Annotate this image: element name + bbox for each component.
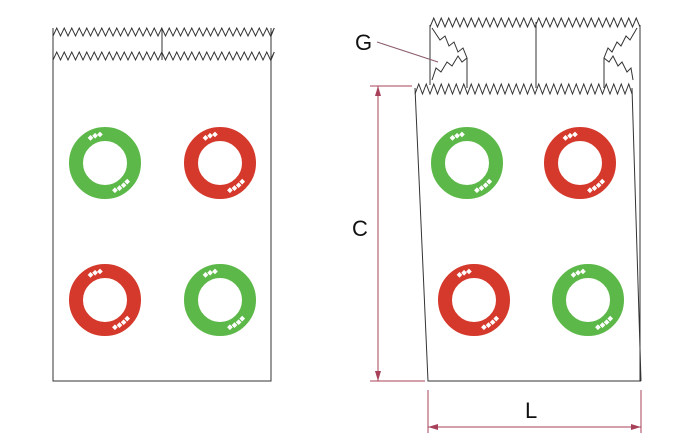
green-ring	[552, 264, 624, 336]
ring-pattern-mark	[474, 187, 480, 194]
ring-pattern-mark	[239, 178, 246, 185]
ring-pattern-mark	[607, 315, 614, 322]
ring-pattern-mark	[227, 324, 233, 331]
ring-pattern-mark	[449, 135, 456, 141]
ring-pattern-mark	[120, 182, 127, 189]
label-l: L	[525, 398, 537, 423]
ring-pattern-mark	[87, 272, 94, 278]
red-ring	[544, 127, 616, 199]
ring-pattern-mark	[599, 322, 606, 328]
ring-pattern-mark	[603, 319, 610, 326]
flat-bag-outline	[52, 28, 272, 382]
flat-bag-top-serration	[52, 26, 275, 62]
ring-pattern-mark	[478, 185, 485, 191]
ring-pattern-mark	[482, 182, 489, 189]
ring-pattern-mark	[124, 178, 131, 185]
left-gusset	[431, 27, 468, 88]
gusset-callout: G	[355, 30, 439, 63]
ring-pattern-mark	[116, 322, 123, 328]
right-gusset	[603, 27, 638, 88]
ring-pattern-mark	[124, 315, 131, 322]
flat-bag	[52, 26, 275, 382]
ring-pattern-mark	[92, 269, 98, 276]
ring-pattern-mark	[92, 132, 98, 139]
red-ring	[69, 264, 141, 336]
ring-pattern-mark	[231, 322, 238, 328]
ring-pattern-mark	[485, 322, 492, 328]
back-panel-sides	[429, 25, 641, 381]
ring-pattern-mark	[227, 187, 233, 194]
front-panel-outline	[414, 87, 642, 382]
red-ring	[184, 127, 256, 199]
ring-pattern-mark	[481, 324, 487, 331]
printed-rings	[69, 127, 624, 336]
ring-pattern-mark	[112, 187, 118, 194]
ring-pattern-mark	[202, 135, 209, 141]
ring-pattern-mark	[459, 131, 465, 138]
ring-pattern-mark	[202, 272, 209, 278]
ring-pattern-mark	[493, 315, 500, 322]
ring-pattern-mark	[562, 135, 569, 141]
green-ring	[69, 127, 141, 199]
green-ring	[431, 127, 503, 199]
ring-pattern-mark	[97, 131, 103, 138]
gusseted-bag	[414, 16, 642, 382]
ring-pattern-mark	[599, 178, 606, 185]
ring-pattern-mark	[595, 324, 601, 331]
ring-pattern-mark	[570, 272, 577, 278]
ring-pattern-mark	[212, 131, 218, 138]
gusset-leader-line	[376, 41, 439, 63]
ring-pattern-mark	[454, 132, 460, 139]
ring-pattern-mark	[212, 268, 218, 275]
red-ring	[438, 264, 510, 336]
height-dimension-line	[370, 85, 425, 382]
ring-pattern-mark	[461, 269, 467, 276]
ring-pattern-mark	[235, 319, 242, 326]
ring-pattern-mark	[87, 135, 94, 141]
label-c: C	[352, 216, 368, 241]
ring-pattern-mark	[97, 268, 103, 275]
ring-pattern-mark	[112, 324, 118, 331]
ring-pattern-mark	[231, 185, 238, 191]
width-dimension: L	[427, 390, 642, 433]
ring-pattern-mark	[239, 315, 246, 322]
front-panel-top-serration	[414, 82, 633, 96]
ring-pattern-mark	[567, 132, 573, 139]
back-panel-top-serration	[429, 16, 641, 29]
ring-pattern-mark	[207, 269, 213, 276]
label-g: G	[355, 30, 372, 55]
ring-pattern-mark	[456, 272, 463, 278]
ring-pattern-mark	[587, 187, 593, 194]
ring-pattern-mark	[486, 178, 493, 185]
ring-pattern-mark	[580, 268, 586, 275]
ring-pattern-mark	[120, 319, 127, 326]
ring-pattern-mark	[489, 319, 496, 326]
height-dimension: C	[352, 85, 425, 382]
ring-pattern-mark	[591, 185, 598, 191]
ring-pattern-mark	[235, 182, 242, 189]
width-dimension-line	[427, 390, 642, 433]
ring-pattern-mark	[207, 132, 213, 139]
ring-pattern-mark	[466, 268, 472, 275]
ring-pattern-mark	[575, 269, 581, 276]
ring-pattern-mark	[595, 182, 602, 189]
green-ring	[184, 264, 256, 336]
ring-pattern-mark	[116, 185, 123, 191]
